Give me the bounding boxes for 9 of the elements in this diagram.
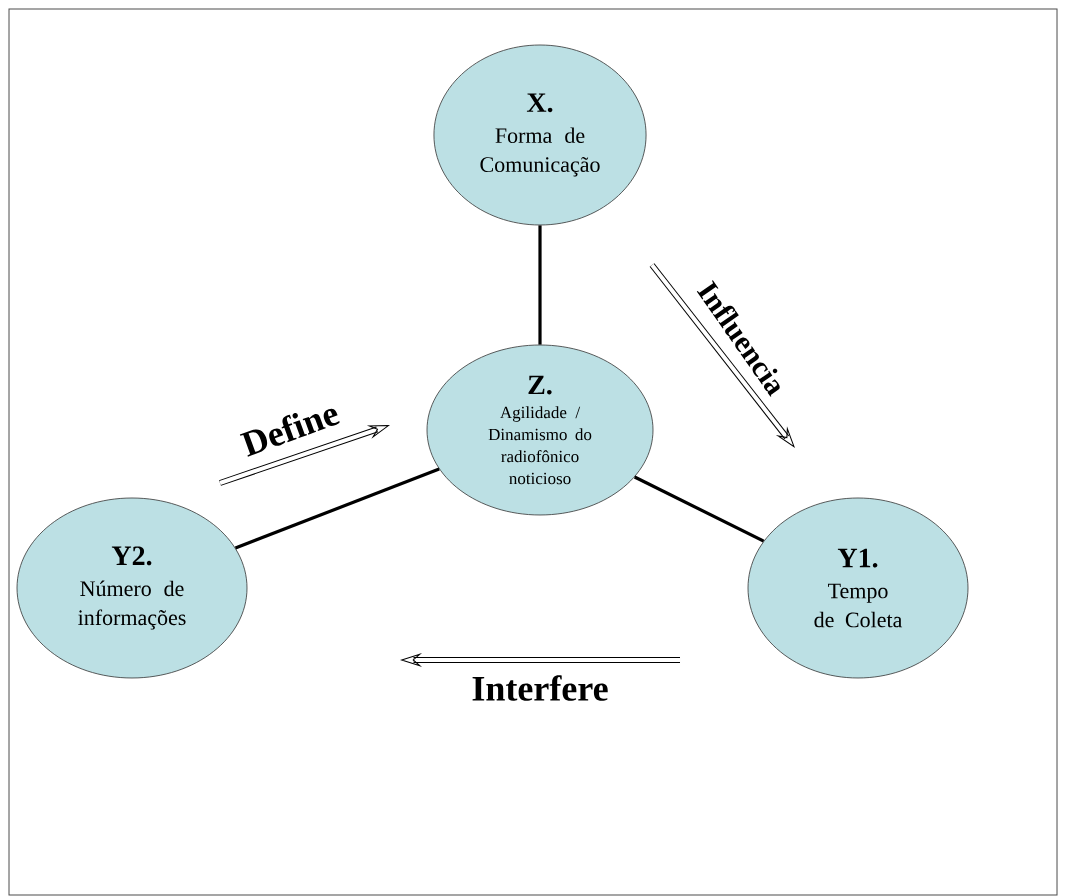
ellipse-node: Z. Agilidade / Dinamismo do radiofônico noticioso — [426, 344, 654, 516]
arrow-label: Define — [239, 408, 340, 457]
ellipse-node: X. Forma de Comunicação — [433, 44, 647, 226]
connector-line — [538, 225, 542, 345]
arrow-label: Interfere — [472, 675, 608, 701]
ellipse-node: Y1. Tempo de Coleta — [747, 497, 969, 679]
ellipse-node: Y2. Número de informações — [16, 497, 248, 679]
connector-line — [633, 475, 765, 543]
connector-line — [234, 467, 440, 550]
